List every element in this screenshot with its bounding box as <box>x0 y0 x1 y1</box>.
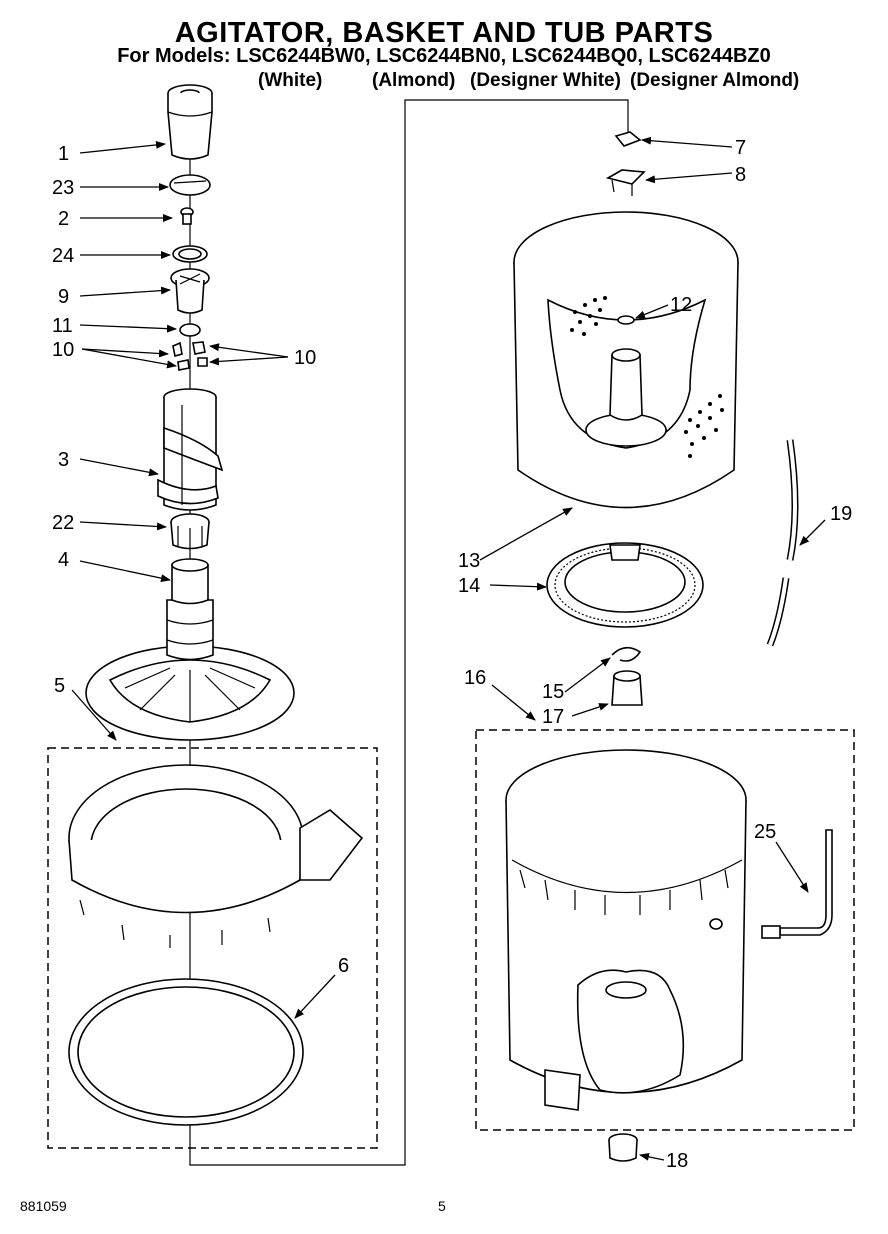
callout-2: 2 <box>58 208 69 230</box>
variant-designer-almond: (Designer Almond) <box>630 70 800 91</box>
tub-ring <box>68 764 364 948</box>
cam-dogs <box>172 341 208 371</box>
callout-15: 15 <box>542 681 564 703</box>
callout-22: 22 <box>52 512 74 534</box>
dashed-group-box-16 <box>475 729 855 1131</box>
drain-plug <box>608 1133 638 1162</box>
callout-12: 12 <box>670 294 692 316</box>
document-code: 881059 <box>20 1198 67 1214</box>
agitator-bolt <box>180 207 194 225</box>
callout-7: 7 <box>735 137 746 159</box>
callout-10-left: 10 <box>52 339 74 361</box>
page-number: 5 <box>438 1198 446 1214</box>
callout-18: 18 <box>666 1150 688 1172</box>
basket-drive-hub <box>546 542 704 628</box>
auger-barrel <box>157 388 224 511</box>
wash-basket <box>513 211 739 509</box>
basket-nut <box>605 169 646 196</box>
tub-hose-fitting <box>761 829 833 939</box>
callout-23: 23 <box>52 177 74 199</box>
agitator-cap <box>167 84 213 160</box>
callout-24: 24 <box>52 245 74 267</box>
spanner-nut <box>611 670 643 706</box>
callout-11: 11 <box>52 315 73 337</box>
agitator-base <box>85 558 295 741</box>
cam-retainer <box>169 174 211 196</box>
callout-25: 25 <box>754 821 776 843</box>
callout-9: 9 <box>58 286 69 308</box>
outer-tub <box>505 749 747 1111</box>
callout-19: 19 <box>830 503 852 525</box>
basket-holes <box>570 296 724 458</box>
callout-6: 6 <box>338 955 349 977</box>
callout-17: 17 <box>542 706 564 728</box>
drive-coupling <box>170 513 210 550</box>
variant-white: (White) <box>258 70 323 91</box>
diagram-title: AGITATOR, BASKET AND TUB PARTS <box>174 17 714 49</box>
variant-almond: (Almond) <box>372 70 456 91</box>
basket-nut-clip <box>614 131 642 147</box>
seal-washer <box>172 245 208 263</box>
callout-4: 4 <box>58 549 69 571</box>
callout-1: 1 <box>58 143 69 165</box>
drive-cam <box>170 268 210 314</box>
callout-16: 16 <box>464 667 486 689</box>
models-line: For Models: LSC6244BW0, LSC6244BN0, LSC6… <box>117 45 771 67</box>
snap-ring <box>611 646 642 662</box>
variant-designer-white: (Designer White) <box>470 70 621 91</box>
callout-10-right: 10 <box>294 347 316 369</box>
retaining-ring <box>179 323 201 337</box>
leader-lines <box>71 136 826 1161</box>
callout-13: 13 <box>458 550 480 572</box>
callout-5: 5 <box>54 675 65 697</box>
callout-8: 8 <box>735 164 746 186</box>
callout-3: 3 <box>58 449 69 471</box>
tub-gasket <box>68 978 304 1126</box>
callout-14: 14 <box>458 575 480 597</box>
